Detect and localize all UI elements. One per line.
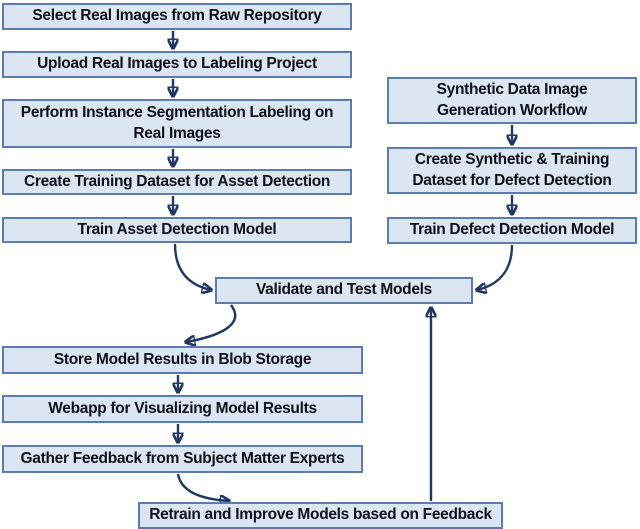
flow-node-gather-feedback: Gather Feedback from Subject Matter Expe… <box>2 445 363 473</box>
arrow-train-defect-to-validate <box>477 244 514 290</box>
flow-node-webapp-visualize: Webapp for Visualizing Model Results <box>2 395 363 423</box>
flow-node-synthetic-workflow: Synthetic Data Image Generation Workflow <box>387 77 637 124</box>
flow-node-select-real-images: Select Real Images from Raw Repository <box>2 3 352 30</box>
flow-node-train-defect-model: Train Defect Detection Model <box>387 217 637 244</box>
flow-node-retrain-improve: Retrain and Improve Models based on Feed… <box>138 502 503 529</box>
arrow-train-asset-to-validate <box>173 243 211 290</box>
arrow-gather-to-retrain <box>176 473 229 501</box>
flow-node-instance-segmentation: Perform Instance Segmentation Labeling o… <box>2 99 352 148</box>
flow-node-train-asset-model: Train Asset Detection Model <box>2 217 352 243</box>
flow-node-validate-test: Validate and Test Models <box>215 277 473 304</box>
flow-node-create-synthetic-dataset-defect: Create Synthetic & Training Dataset for … <box>387 147 637 194</box>
flow-node-create-training-dataset-asset: Create Training Dataset for Asset Detect… <box>2 169 352 195</box>
flow-node-store-results: Store Model Results in Blob Storage <box>2 346 363 374</box>
arrow-validate-to-store <box>186 304 237 342</box>
flow-node-upload-real-images: Upload Real Images to Labeling Project <box>2 51 352 78</box>
